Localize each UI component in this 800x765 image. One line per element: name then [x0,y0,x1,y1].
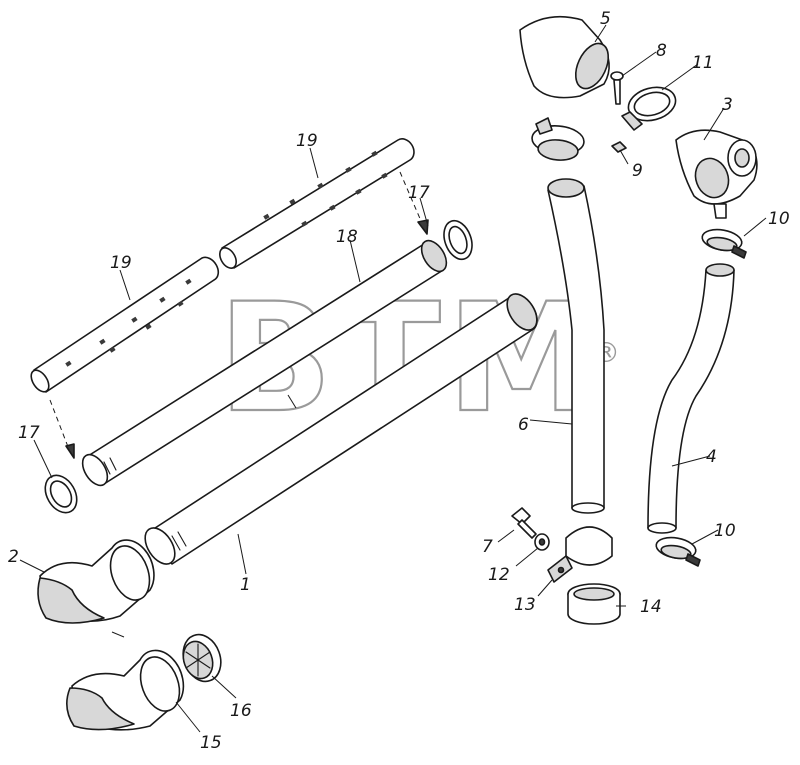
callout-6: 6 [518,415,529,435]
callout-19-upper: 19 [296,131,318,151]
end-cap-grille [182,633,222,683]
callout-10-upper: 10 [768,209,790,229]
callout-8: 8 [656,41,667,61]
callout-19-lower: 19 [110,253,132,273]
leader-lines [19,24,767,733]
bolt-7 [511,507,537,539]
callout-18: 18 [336,227,358,247]
gasket-upper [443,219,473,261]
perforated-tube-lower [30,256,220,393]
elbow-upper [37,539,155,624]
callout-2: 2 [8,547,19,567]
callout-17-upper: 17 [408,183,430,203]
callout-12: 12 [488,565,510,585]
callout-13: 13 [514,595,536,615]
strap-bracket-13 [547,526,613,583]
assembly-direction-arrows [49,171,429,638]
tee-junction-3 [675,129,758,219]
gasket-lower [44,474,78,514]
callout-15: 15 [200,733,222,753]
pipe-lower [144,293,538,565]
callout-1: 1 [240,575,251,595]
callout-10-lower: 10 [714,521,736,541]
callout-9: 9 [632,161,643,181]
washer-12 [534,533,550,551]
callout-17-lower: 17 [18,423,40,443]
elbow-intake [519,15,610,99]
flexible-hose-4 [647,263,735,534]
pipe-middle [81,239,448,487]
callout-5: 5 [600,9,611,29]
nut-9 [611,141,627,153]
callout-3: 3 [722,95,733,115]
hose-clamp-lower [655,536,701,567]
callout-7: 7 [482,537,493,557]
callout-16: 16 [230,701,252,721]
callout-4: 4 [706,447,717,467]
hose-clamp-upper [701,228,747,259]
perforated-tube-upper [219,138,415,269]
ring-sleeve-14 [567,583,621,625]
elbow-lower [66,649,185,731]
curved-pipe-6 [547,178,605,514]
clamp-11 [621,86,677,131]
screw-8 [610,71,624,105]
callout-11: 11 [692,53,714,73]
callout-labels: 5 8 11 3 9 10 4 6 10 7 12 13 14 19 19 18… [8,9,790,753]
clamp-top [531,117,585,161]
callout-14: 14 [640,597,662,617]
